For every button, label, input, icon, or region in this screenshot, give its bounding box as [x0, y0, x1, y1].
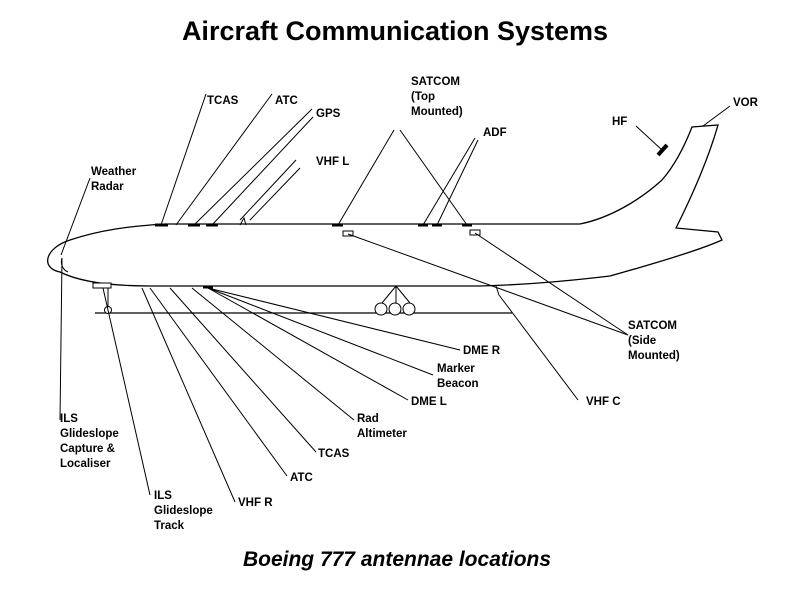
label-tcas-bottom: TCAS: [318, 448, 350, 460]
satcom-side-antenna-left: [342, 230, 354, 237]
fuselage-outline: [47, 124, 723, 287]
main-gear-wheel-2: [388, 302, 402, 316]
label-weather-radar-1: Weather: [91, 166, 137, 178]
label-satcom-top-1: SATCOM: [411, 76, 460, 88]
hf-antenna: [656, 143, 669, 157]
ils-capture-antenna: [92, 282, 112, 289]
label-satcom-side-3: Mounted): [628, 350, 680, 362]
label-marker-beacon-1: Marker: [437, 363, 475, 375]
label-marker-beacon-2: Beacon: [437, 378, 479, 390]
label-rad-altimeter-2: Altimeter: [357, 428, 407, 440]
main-gear-strut-3: [395, 285, 411, 304]
label-atc-bottom: ATC: [290, 472, 313, 484]
main-gear-wheel-1: [374, 302, 388, 316]
label-vhf-l: VHF L: [316, 156, 349, 168]
label-dme-r: DME R: [463, 345, 501, 357]
label-weather-radar-2: Radar: [91, 181, 124, 193]
label-rad-altimeter-1: Rad: [357, 413, 379, 425]
label-ils-track-2: Glideslope: [154, 505, 213, 517]
label-dme-l: DME L: [411, 396, 447, 408]
main-gear-wheel-3: [402, 302, 416, 316]
label-vor: VOR: [733, 97, 759, 109]
label-ils-capture-4: Localiser: [60, 458, 111, 470]
label-satcom-side-1: SATCOM: [628, 320, 677, 332]
figure-caption: Boeing 777 antennae locations: [242, 548, 552, 571]
label-vhf-c: VHF C: [586, 396, 621, 408]
label-tcas-top: TCAS: [207, 95, 239, 107]
label-atc-top: ATC: [275, 95, 298, 107]
label-ils-track-1: ILS: [154, 490, 172, 502]
label-ils-track-3: Track: [154, 520, 185, 532]
page-title: Aircraft Communication Systems: [181, 16, 609, 46]
leader-lines: [59, 93, 731, 503]
label-vhf-r: VHF R: [238, 497, 273, 509]
label-ils-capture-1: ILS: [60, 413, 78, 425]
label-satcom-side-2: (Side: [628, 335, 656, 347]
label-ils-capture-2: Glideslope: [60, 428, 119, 440]
label-ils-capture-3: Capture &: [60, 443, 115, 455]
label-satcom-top-3: Mounted): [411, 106, 463, 118]
label-adf: ADF: [483, 127, 507, 139]
vhf-l-blade: [239, 216, 247, 226]
main-gear-strut-1: [381, 285, 397, 304]
label-satcom-top-2: (Top: [411, 91, 435, 103]
label-gps: GPS: [316, 108, 341, 120]
satcom-side-antenna-right: [469, 229, 481, 236]
label-hf: HF: [612, 116, 627, 128]
